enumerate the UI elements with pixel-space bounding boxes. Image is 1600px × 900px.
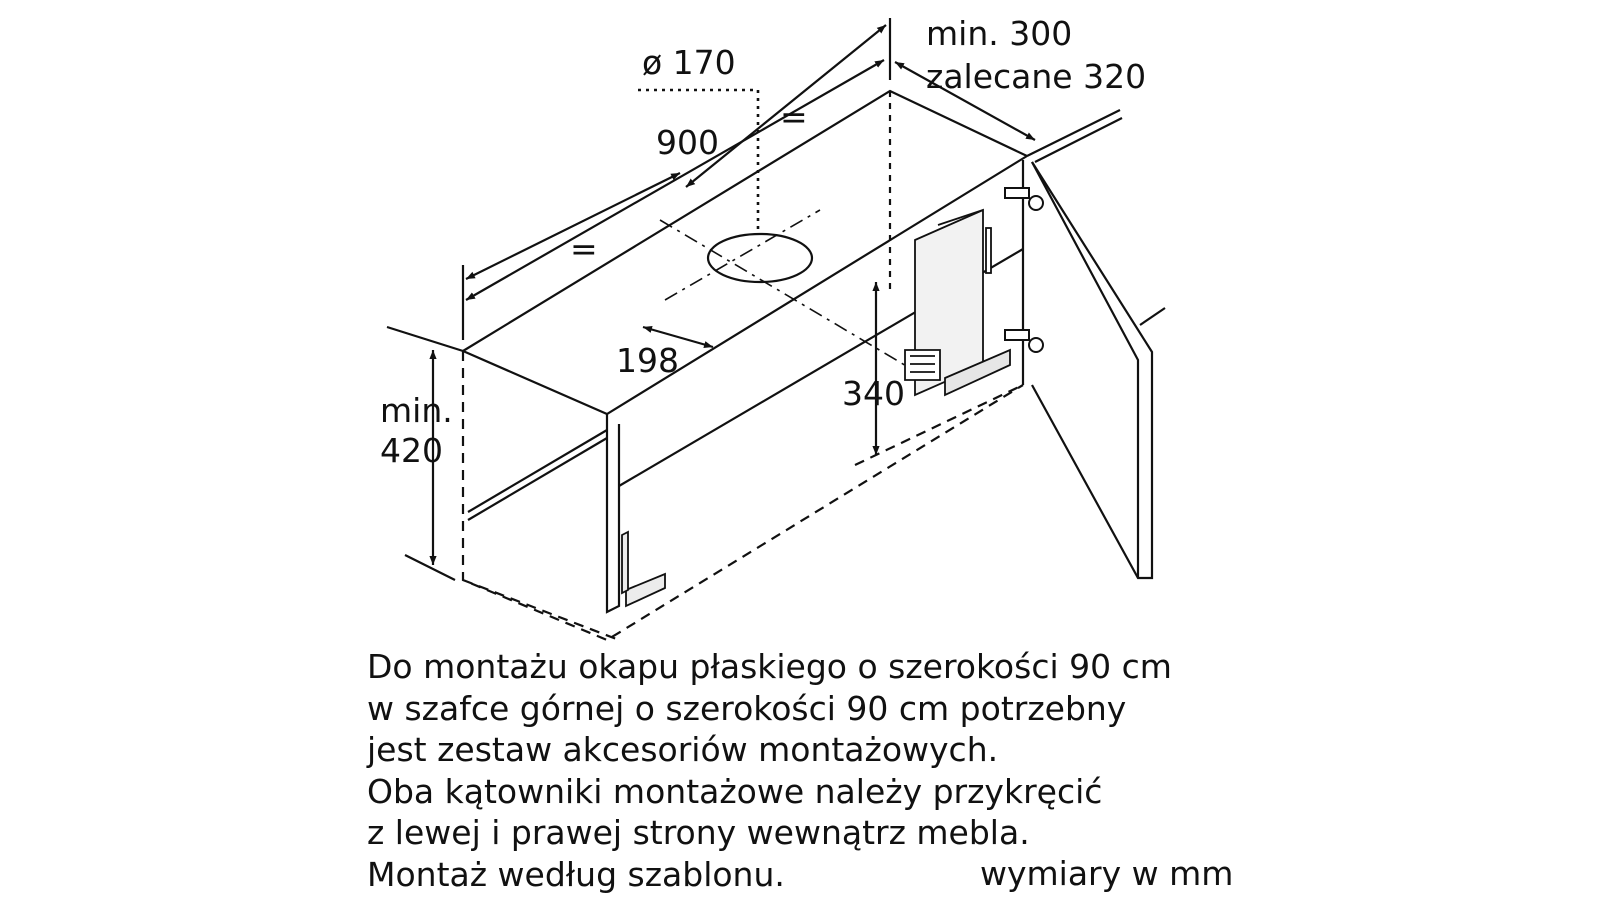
label-wall-min: min. 300 (926, 14, 1072, 53)
shelf-line-left-b (467, 437, 608, 521)
dimension-lines (429, 18, 1036, 565)
left-side-panel (605, 414, 621, 614)
bracket-right-plate-edge (937, 209, 984, 226)
label-equal-right: = (780, 97, 808, 136)
wall-top-line (1026, 109, 1121, 157)
wall-line-right (1139, 307, 1166, 326)
label-height: 340 (842, 374, 905, 413)
installation-note: Do montażu okapu płaskiego o szerokości … (367, 646, 1247, 895)
label-equal-left: = (570, 229, 598, 268)
bracket-right-slot (985, 227, 992, 274)
hinge-bottom (1004, 329, 1030, 341)
label-width: 900 (656, 123, 719, 162)
dim-198-line (642, 325, 714, 349)
label-depth-offset: 198 (616, 341, 679, 380)
note-line: Do montażu okapu płaskiego o szerokości … (367, 647, 1172, 686)
dim-900-line (465, 59, 885, 301)
open-door (1031, 161, 1154, 580)
hinges (1004, 187, 1044, 353)
floor-line-left (404, 554, 456, 581)
label-wall-recommended: zalecane 320 (926, 57, 1146, 96)
shelf-line-left-a (467, 429, 608, 513)
bracket-right-foot (944, 348, 1011, 397)
bracket-right-clip-teeth (910, 355, 935, 373)
hinge-top (1004, 187, 1030, 199)
duct-dotted-line (638, 88, 760, 235)
bracket-right-clip (904, 349, 941, 381)
dim-equal-right-line (685, 24, 887, 188)
note-line: Oba kątowniki montażowe należy przykręci… (367, 771, 1103, 811)
label-min-clearance-1: min. (380, 391, 453, 430)
wall-line-left (386, 325, 464, 353)
note-line: z lewej i prawej strony wewnątrz mebla. (367, 813, 1030, 852)
bracket-left-plate (621, 530, 629, 595)
mounting-bracket-left (621, 530, 666, 608)
cabinet-outline (386, 88, 1166, 642)
hinge-bottom-screw (1028, 337, 1044, 353)
duct-opening (706, 232, 814, 284)
wall-top-line-2 (1034, 117, 1123, 163)
label-duct-diameter: ø 170 (642, 43, 736, 82)
mounting-bracket-right (904, 208, 1011, 397)
dim-equal-left-line (465, 172, 681, 280)
cabinet-bottom-dashed (461, 351, 1024, 642)
open-door-edge (1031, 161, 1140, 578)
bracket-left-foot (625, 572, 666, 608)
note-line: w szafce górnej o szerokości 90 cm potrz… (367, 688, 1127, 728)
note-line: jest zestaw akcesoriów montażowych. (367, 730, 999, 769)
dim-300-line (894, 61, 1036, 141)
units-note: wymiary w mm (980, 854, 1234, 893)
note-line: Montaż według szablonu. (367, 854, 785, 894)
hinge-top-screw (1028, 195, 1044, 211)
label-min-clearance-2: 420 (380, 431, 443, 470)
